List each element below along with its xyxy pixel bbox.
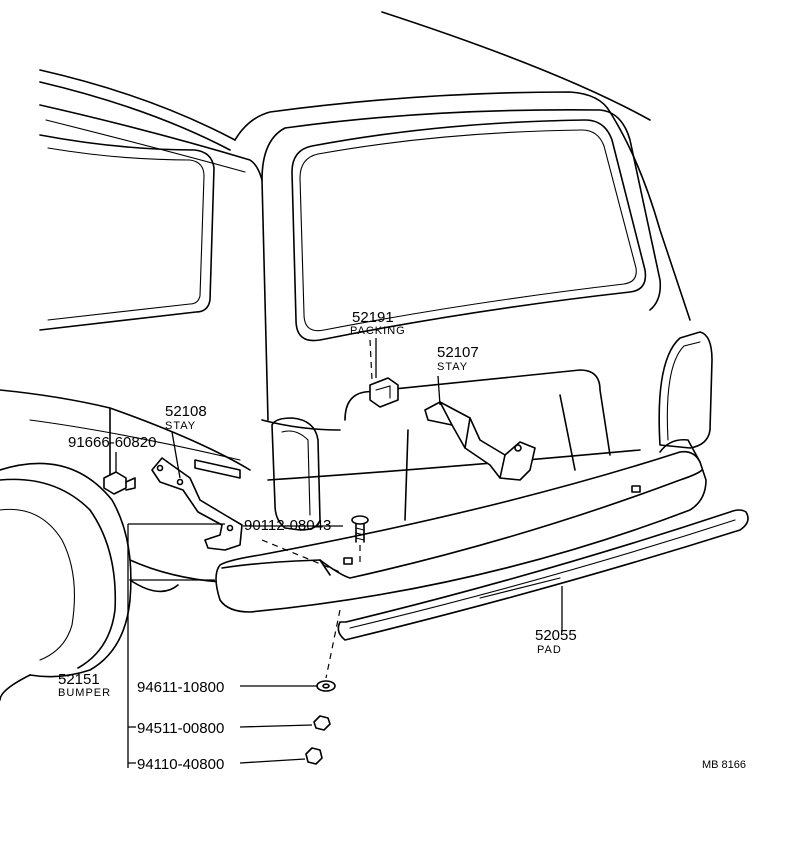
- stay-52107-part: [424, 401, 536, 481]
- part-number-52055: 52055: [535, 627, 577, 644]
- stay-52108-part: [151, 457, 243, 551]
- assembly-lines: [261, 339, 373, 679]
- washer-94511-part: [313, 715, 331, 731]
- part-labels: 52191 PACKING 52107 STAY 52108 STAY 9166…: [58, 309, 746, 773]
- part-number-90112: 90112-08043: [244, 517, 331, 534]
- packing-part: [369, 377, 399, 408]
- part-name-52191: PACKING: [350, 325, 406, 337]
- reference-code: MB 8166: [702, 759, 746, 771]
- nut-94110-part: [305, 747, 323, 765]
- leader-lines: [115, 338, 563, 768]
- part-number-52107: 52107: [437, 344, 479, 361]
- vehicle-body: [0, 11, 713, 701]
- bolt-hole: [343, 557, 353, 565]
- part-name-52055: PAD: [537, 644, 562, 656]
- bolt-90112-part: [351, 515, 369, 543]
- part-number-94511: 94511-00800: [137, 720, 224, 737]
- pad-part: [337, 509, 749, 641]
- bolt-91666-part: [103, 471, 136, 495]
- part-name-52151: BUMPER: [58, 687, 111, 699]
- part-number-94110: 94110-40800: [137, 756, 224, 773]
- part-number-52151: 52151: [58, 671, 100, 688]
- part-number-94611: 94611-10800: [137, 679, 224, 696]
- washer-94611-part: [316, 680, 336, 692]
- part-name-52107: STAY: [437, 361, 468, 373]
- part-name-52108: STAY: [165, 420, 196, 432]
- part-number-91666: 91666-60820: [68, 434, 156, 451]
- part-number-52108: 52108: [165, 403, 207, 420]
- bolt-hole: [631, 485, 641, 493]
- part-number-52191: 52191: [352, 309, 394, 326]
